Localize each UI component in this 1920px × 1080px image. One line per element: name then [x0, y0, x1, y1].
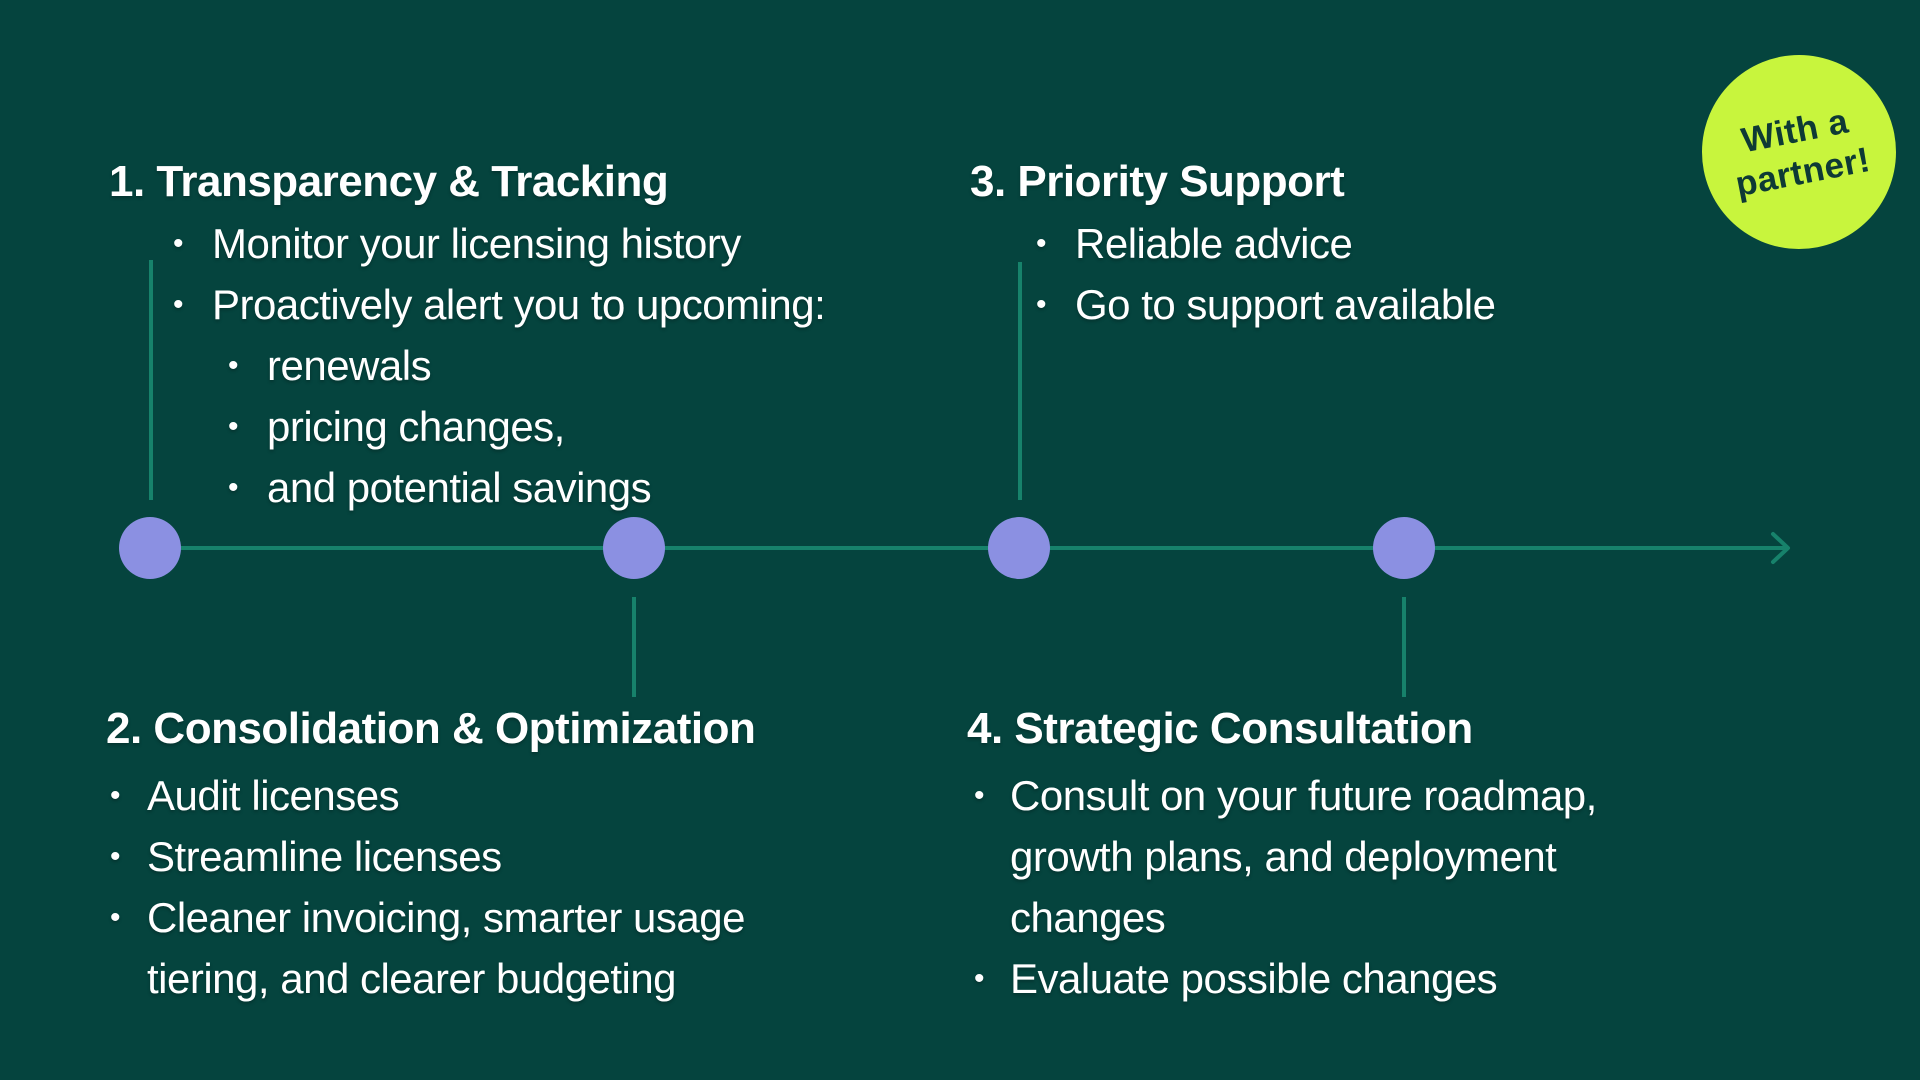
- section-4-title: 4. Strategic Consultation: [967, 704, 1473, 753]
- bullet-item: •Streamline licenses: [106, 826, 868, 887]
- bullet-item: •Evaluate possible changes: [967, 948, 1715, 1009]
- bullet-dot-icon: •: [110, 901, 121, 934]
- bullet-dot-icon: •: [173, 227, 184, 260]
- bullet-item: •Reliable advice: [970, 213, 1790, 274]
- timeline-dot-2: [603, 517, 665, 579]
- bullet-dot-icon: •: [173, 288, 184, 321]
- bullet-dot-icon: •: [228, 349, 239, 382]
- bullet-item: •Proactively alert you to upcoming:: [109, 274, 929, 335]
- bullet-dot-icon: •: [974, 962, 985, 995]
- bullet-item: •Consult on your future roadmap, growth …: [967, 765, 1715, 948]
- bullet-dot-icon: •: [228, 471, 239, 504]
- section-strategic-consultation: 4. Strategic Consultation •Consult on yo…: [967, 703, 1715, 1009]
- bullet-dot-icon: •: [974, 779, 985, 812]
- section-1-title: 1. Transparency & Tracking: [109, 157, 669, 206]
- section-consolidation-optimization: 2. Consolidation & Optimization •Audit l…: [106, 703, 868, 1009]
- section-transparency-tracking: 1. Transparency & Tracking •Monitor your…: [109, 156, 929, 518]
- bullet-item: •Monitor your licensing history: [109, 213, 929, 274]
- bullet-dot-icon: •: [110, 840, 121, 873]
- bullet-item: •and potential savings: [109, 457, 929, 518]
- bullet-dot-icon: •: [110, 779, 121, 812]
- timeline-dot-1: [119, 517, 181, 579]
- section-4-bullets: •Consult on your future roadmap, growth …: [967, 765, 1715, 1009]
- arrow-right-icon: [1771, 532, 1790, 564]
- section-2-title: 2. Consolidation & Optimization: [106, 704, 756, 753]
- bullet-dot-icon: •: [1036, 288, 1047, 321]
- bullet-item: •Go to support available: [970, 274, 1790, 335]
- bullet-dot-icon: •: [1036, 227, 1047, 260]
- bullet-item: • Cleaner invoicing, smarter usage tieri…: [106, 887, 868, 1009]
- section-3-bullets: •Reliable advice •Go to support availabl…: [970, 213, 1790, 335]
- section-2-bullets: •Audit licenses •Streamline licenses • C…: [106, 765, 868, 1009]
- timeline-dot-4: [1373, 517, 1435, 579]
- section-1-bullets: •Monitor your licensing history •Proacti…: [109, 213, 929, 518]
- bullet-item: •renewals: [109, 335, 929, 396]
- section-priority-support: 3. Priority Support •Reliable advice •Go…: [970, 156, 1790, 335]
- timeline-dot-3: [988, 517, 1050, 579]
- bullet-dot-icon: •: [228, 410, 239, 443]
- bullet-item: •Audit licenses: [106, 765, 868, 826]
- bullet-item: •pricing changes,: [109, 396, 929, 457]
- section-3-title: 3. Priority Support: [970, 157, 1345, 206]
